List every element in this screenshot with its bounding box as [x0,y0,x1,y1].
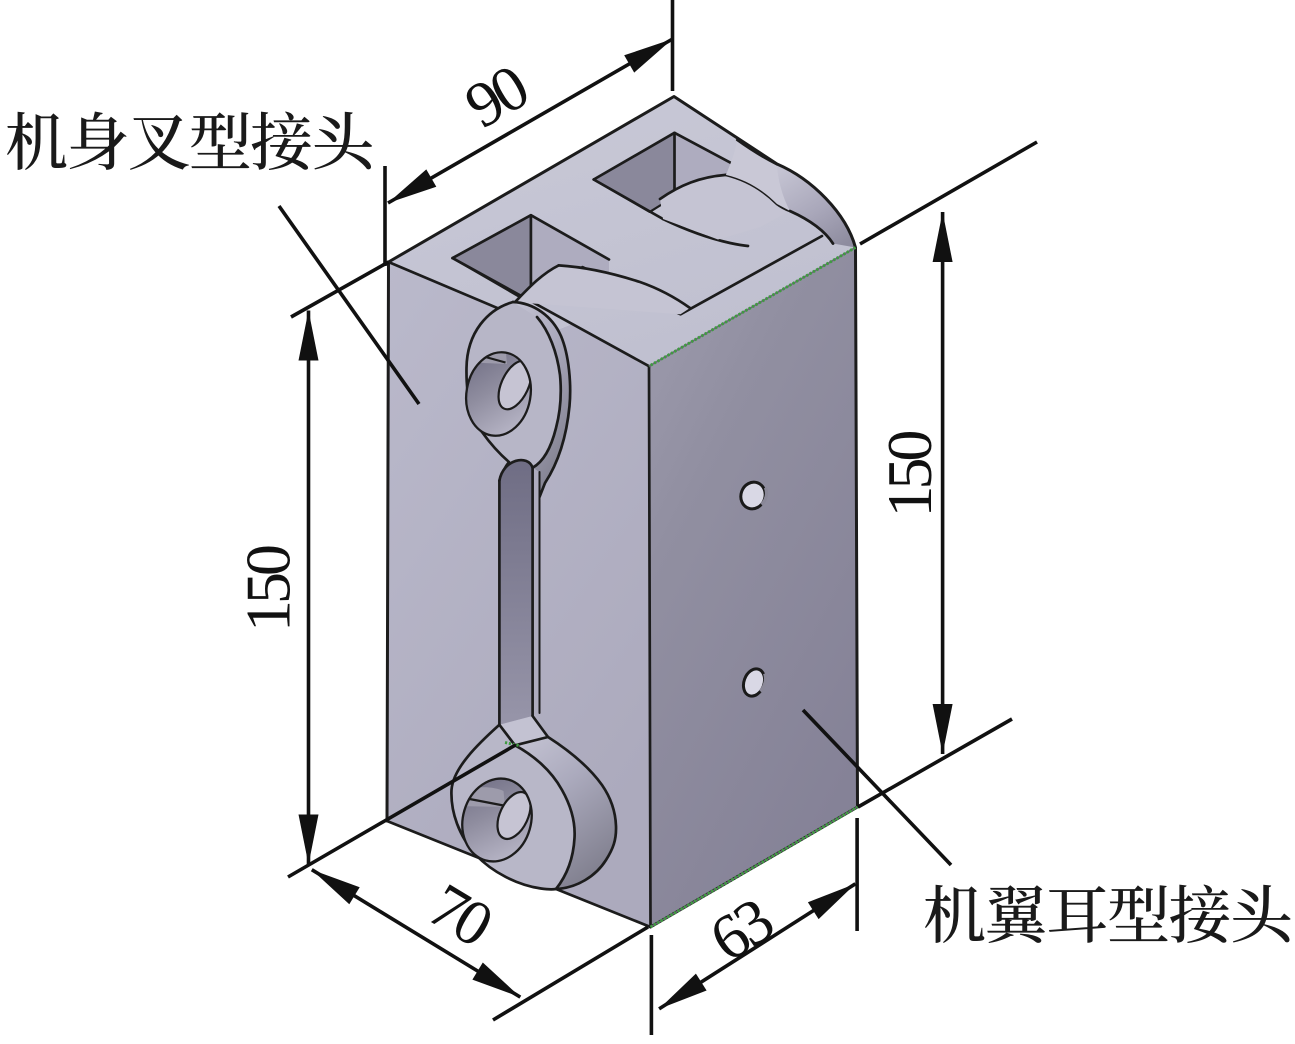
svg-text:70: 70 [417,869,503,960]
svg-text:150: 150 [233,546,304,632]
svg-text:90: 90 [453,51,539,141]
svg-text:150: 150 [874,432,945,518]
svg-text:63: 63 [698,884,785,975]
